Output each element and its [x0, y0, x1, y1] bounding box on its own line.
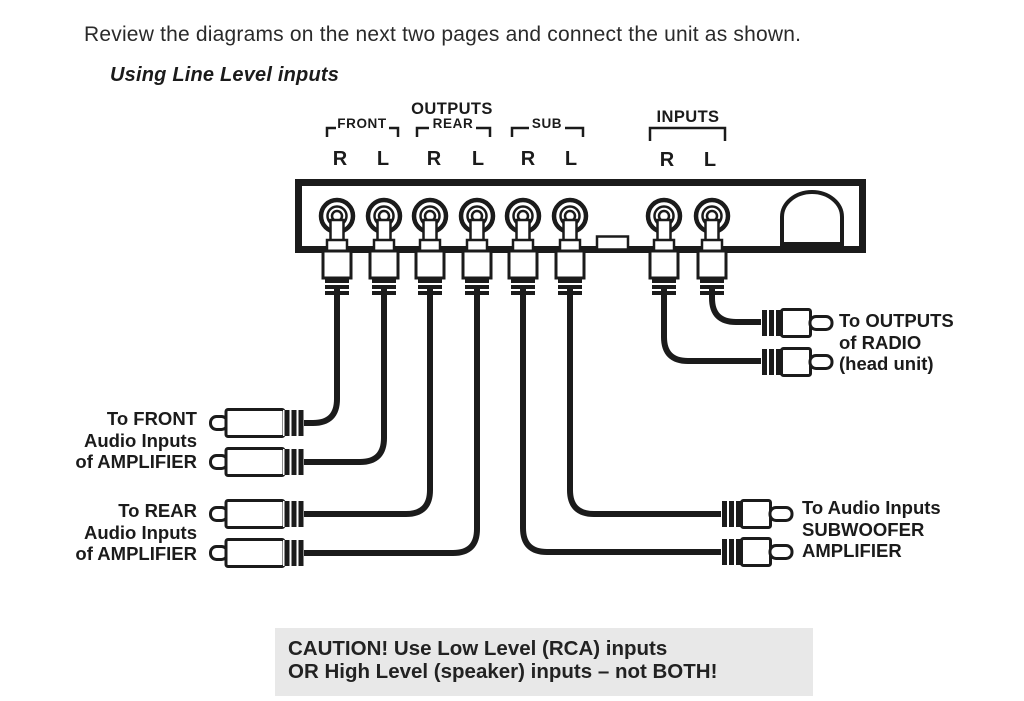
cable-sub-r — [520, 288, 726, 555]
label-line: Audio Inputs — [83, 429, 197, 451]
label-line: of RADIO — [839, 331, 922, 353]
label-line: To OUTPUTS — [839, 310, 954, 331]
channel-label: R — [332, 148, 348, 170]
rca-plug-top-input-r — [648, 218, 680, 295]
bracket-sub — [510, 126, 585, 137]
rca-plug-top-sub-l — [554, 218, 586, 295]
plug-to-radio-upper — [761, 308, 834, 338]
bracket-front — [325, 126, 400, 137]
rca-plug-top-input-l — [696, 218, 728, 295]
caution-box: CAUTION! Use Low Level (RCA) inputs OR H… — [275, 628, 813, 696]
rca-plug-top-rear-l — [461, 218, 493, 295]
caution-line: OR High Level (speaker) inputs – not BOT… — [288, 660, 718, 683]
label-line: (head unit) — [839, 353, 934, 374]
plug-front-l-to-amp — [209, 447, 304, 477]
label-line: To REAR — [118, 500, 197, 521]
channel-label: R — [426, 148, 442, 170]
cable-input-r — [661, 288, 766, 364]
plug-rear-r-to-amp — [209, 499, 304, 529]
outputs-label: OUTPUTS — [411, 100, 493, 118]
label-radio: To OUTPUTS of RADIO (head unit) — [839, 310, 954, 375]
label-line: of AMPLIFIER — [75, 451, 197, 472]
group-label-front: FRONT — [337, 116, 387, 131]
label-line: AMPLIFIER — [802, 540, 902, 561]
group-label-sub: SUB — [531, 116, 563, 131]
small-switch — [595, 235, 630, 251]
label-line: To Audio Inputs — [802, 497, 941, 518]
plug-to-sub-amp-lower — [721, 537, 794, 567]
cable-sub-l — [567, 288, 726, 517]
plug-front-r-to-amp — [209, 408, 304, 438]
channel-label: R — [659, 149, 675, 171]
channel-label: L — [471, 148, 485, 170]
label-front-amp: To FRONT Audio Inputs of AMPLIFIER — [57, 408, 197, 473]
label-line: Audio Inputs — [83, 521, 197, 543]
intro-text: Review the diagrams on the next two page… — [84, 23, 802, 46]
channel-label: L — [376, 148, 390, 170]
group-label-rear: REAR — [432, 116, 474, 131]
label-subwoofer: To Audio Inputs SUBWOOFER AMPLIFIER — [802, 497, 941, 562]
bracket-rear — [415, 126, 492, 137]
cable-front-l — [300, 288, 387, 465]
plug-to-radio-lower — [761, 347, 834, 377]
label-line: of AMPLIFIER — [75, 543, 197, 564]
channel-label: R — [520, 148, 536, 170]
label-line: SUBWOOFER — [802, 518, 925, 540]
channel-label: L — [564, 148, 578, 170]
cable-rear-l — [300, 288, 480, 556]
plug-to-sub-amp-upper — [721, 499, 794, 529]
inputs-label: INPUTS — [656, 108, 720, 126]
caution-line: CAUTION! Use Low Level (RCA) inputs — [288, 637, 668, 660]
bracket-inputs — [648, 126, 727, 141]
channel-label: L — [703, 149, 717, 171]
cable-front-r — [300, 288, 340, 426]
dome-port — [780, 190, 844, 246]
rca-plug-top-front-l — [368, 218, 400, 295]
rca-plug-top-rear-r — [414, 218, 446, 295]
label-rear-amp: To REAR Audio Inputs of AMPLIFIER — [57, 500, 197, 565]
rca-plug-top-front-r — [321, 218, 353, 295]
cable-input-l — [709, 288, 766, 325]
section-title: Using Line Level inputs — [110, 64, 340, 86]
label-line: To FRONT — [106, 408, 197, 429]
plug-rear-l-to-amp — [209, 538, 304, 568]
rca-plug-top-sub-r — [507, 218, 539, 295]
cable-rear-r — [300, 288, 433, 517]
